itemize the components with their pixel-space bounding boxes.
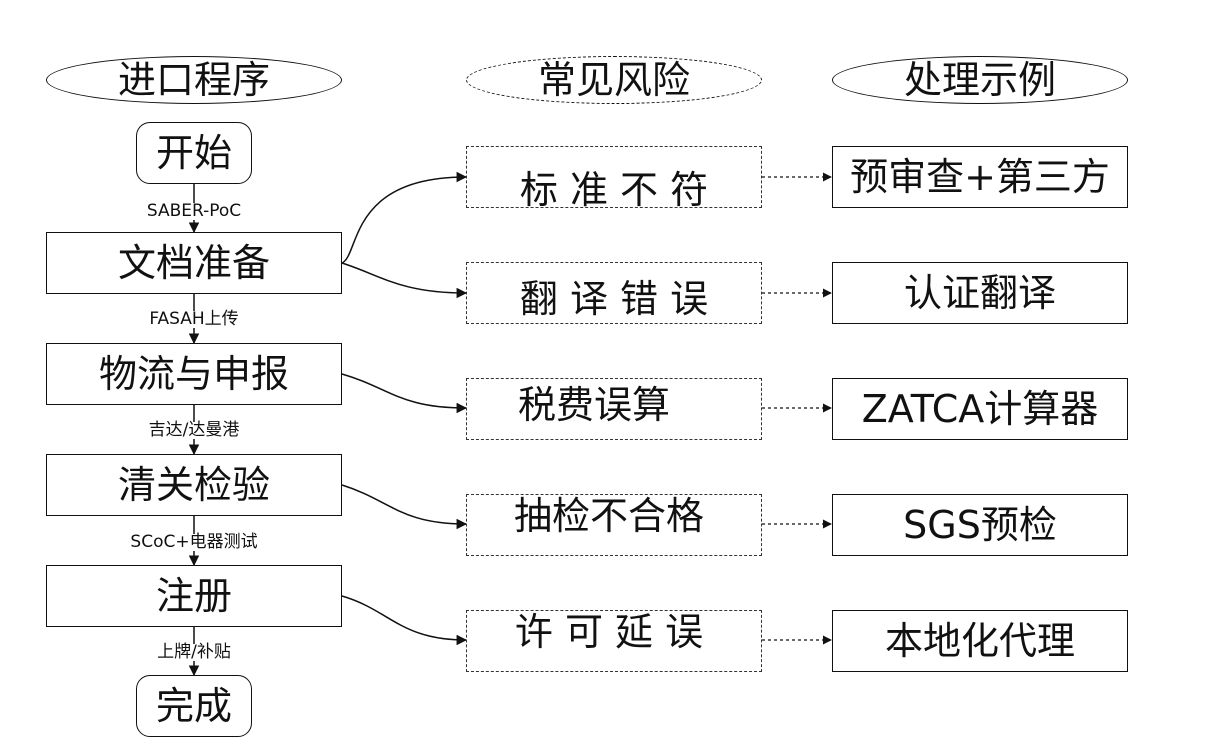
example-prereview-label: 预审查+第三方 [850, 155, 1110, 199]
header-process-label: 进口程序 [117, 58, 270, 102]
risk-arrow-4 [341, 484, 468, 530]
risk-arrow-5 [341, 595, 468, 646]
step-docs: 文档准备 [46, 232, 342, 294]
example-certified-translation-label: 认证翻译 [903, 271, 1056, 315]
risk-tax: 税费误算 [466, 378, 762, 440]
step-done: 完成 [136, 675, 252, 737]
step-docs-label: 文档准备 [117, 241, 270, 285]
risk-standards: 标 准 不 符 [466, 146, 762, 212]
example-certified-translation: 认证翻译 [832, 262, 1128, 324]
step-clearance-label: 清关检验 [117, 463, 270, 507]
step-registration-label: 注册 [155, 574, 232, 618]
risk-permit-label: 许 可 延 误 [514, 610, 704, 654]
header-process: 进口程序 [46, 56, 342, 104]
connector-label-saber: SABER-PoC [144, 201, 244, 221]
example-sgs: SGS预检 [832, 494, 1128, 556]
risk-arrow-2 [341, 262, 468, 299]
step-registration: 注册 [46, 565, 342, 627]
risk-arrow-1 [341, 171, 468, 264]
risk-inspection: 抽检不合格 [466, 494, 762, 556]
connector-label-ports: 吉达/达曼港 [146, 420, 242, 440]
step-clearance: 清关检验 [46, 454, 342, 516]
connector-label-plates: 上牌/补贴 [155, 642, 233, 662]
connector-label-fasah: FASAH上传 [147, 309, 241, 329]
risk-inspection-label: 抽检不合格 [513, 494, 704, 538]
example-prereview: 预审查+第三方 [832, 146, 1128, 208]
step-start: 开始 [136, 122, 252, 184]
risk-standards-label: 标 准 不 符 [519, 168, 709, 212]
risk-permit: 许 可 延 误 [466, 610, 762, 672]
risk-arrow-3 [341, 373, 468, 414]
example-zatca: ZATCA计算器 [832, 378, 1128, 440]
step-done-label: 完成 [155, 684, 232, 728]
step-logistics-label: 物流与申报 [98, 352, 289, 396]
risk-tax-label: 税费误算 [517, 383, 670, 427]
header-examples-label: 处理示例 [903, 58, 1056, 102]
example-local-agent-label: 本地化代理 [884, 619, 1075, 663]
connector-label-scoc: SCoC+电器测试 [128, 532, 260, 552]
example-local-agent: 本地化代理 [832, 610, 1128, 672]
risk-translation-label: 翻 译 错 误 [519, 277, 709, 321]
example-sgs-label: SGS预检 [903, 503, 1057, 547]
header-risks-label: 常见风险 [537, 58, 690, 102]
risk-translation: 翻 译 错 误 [466, 262, 762, 324]
step-start-label: 开始 [155, 131, 232, 175]
example-zatca-label: ZATCA计算器 [861, 387, 1099, 431]
header-examples: 处理示例 [832, 56, 1128, 104]
header-risks: 常见风险 [466, 56, 762, 104]
step-logistics: 物流与申报 [46, 343, 342, 405]
